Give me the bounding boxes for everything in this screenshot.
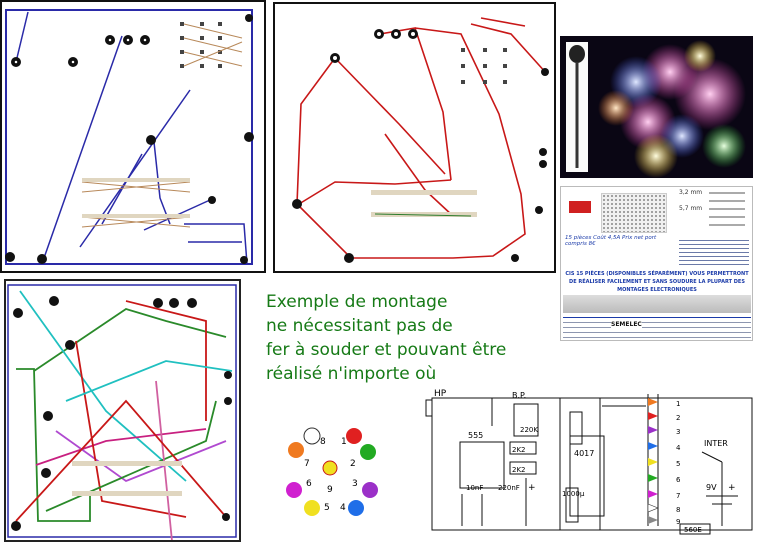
ad-headline-2: DE RÉALISER FACILEMENT ET SANS SOUDURE L… [569, 279, 745, 285]
output-8: 8 [676, 506, 680, 514]
output-7: 7 [676, 492, 680, 500]
ic2-label: 4017 [574, 449, 594, 458]
led-magenta [286, 482, 302, 498]
led-photo [560, 36, 753, 178]
led-purple [362, 482, 378, 498]
r3-label: 2K2 [512, 466, 526, 474]
led-label-6: 6 [306, 479, 312, 489]
caption-line-2: ne nécessitant pas de [266, 316, 453, 336]
wire-leads-image [709, 192, 745, 226]
led-label-4: 4 [340, 503, 346, 513]
ad-headline-3: MONTAGES ELECTRONIQUES [617, 287, 697, 293]
led-red [346, 428, 362, 444]
battery-plus-label: + [728, 483, 736, 493]
output-5: 5 [676, 460, 680, 468]
r2-label: 2K2 [512, 446, 526, 454]
led-label-8: 8 [320, 437, 326, 447]
r1-label: 220K [520, 426, 538, 434]
led-ring-diagram: 8 1 2 7 3 6 4 5 9 [286, 427, 378, 516]
battery-label: 9V [706, 483, 717, 492]
cap-plus-label: + [528, 483, 536, 493]
bp-label: B.P. [512, 391, 526, 400]
ad-spec-lines [679, 237, 749, 267]
ad-brand-logo [569, 201, 591, 213]
r4-label: 1000µ [562, 490, 585, 498]
led-white [303, 427, 321, 445]
butterfly-lights-image [560, 36, 753, 178]
led-label-3: 3 [352, 479, 358, 489]
caption-line-3: fer à souder et pouvant être [266, 340, 507, 360]
ad-size-1: 3,2 mm [679, 189, 703, 196]
output-1: 1 [676, 400, 680, 408]
ad-footer-bar [563, 317, 751, 338]
led-label-2: 2 [350, 459, 356, 469]
product-ad: 3,2 mm 5,7 mm 15 pièces Coût 4,5A Prix n… [560, 186, 753, 341]
montage-caption: Exemple de montage ne nécessitant pas de… [266, 290, 566, 386]
led-orange [288, 442, 304, 458]
caption-line-4: réalisé n'importe où [266, 364, 437, 384]
ad-tools-image [563, 295, 751, 313]
led-label-7: 7 [304, 459, 310, 469]
speaker-label: HP [434, 389, 447, 399]
led-label-1: 1 [341, 437, 347, 447]
ad-headline-1: CIS 15 PIÈCES (DISPONIBLES SÉPARÉMENT) V… [565, 271, 749, 277]
pcb-panel-3 [4, 279, 241, 542]
ad-footer-brand: SEMELEC [611, 321, 642, 328]
c1-label: 10nF [466, 484, 483, 492]
pcb-layout-1 [5, 9, 254, 265]
led-center [322, 460, 338, 476]
circuit-schematic: HP B.P. 555 220K 2K2 2K2 1000µ 4017 10nF… [425, 389, 753, 535]
led-yellow [304, 500, 320, 516]
pcb-panel-1 [0, 0, 266, 273]
breadboard-image [601, 193, 667, 233]
pcb-panel-2 [273, 2, 556, 273]
speaker-icon [425, 399, 433, 417]
pcb-layout-2 [292, 17, 549, 263]
ad-price-text: 15 pièces Coût 4,5A Prix net port compri… [565, 235, 657, 247]
output-6: 6 [676, 476, 681, 484]
caption-line-1: Exemple de montage [266, 292, 448, 312]
led-label-5: 5 [324, 503, 330, 513]
output-2: 2 [676, 414, 680, 422]
led-label-9: 9 [327, 485, 333, 495]
ic1-label: 555 [468, 431, 483, 440]
inter-label: INTER [704, 439, 728, 448]
pcb-layout-3 [7, 284, 237, 540]
c2-label: 220nF [498, 484, 520, 492]
resistor-out-label: 560E [684, 526, 702, 534]
output-9: 9 [676, 518, 680, 526]
ad-size-2: 5,7 mm [679, 205, 703, 212]
led-blue [348, 500, 364, 516]
output-3: 3 [676, 428, 680, 436]
output-4: 4 [676, 444, 681, 452]
led-green [360, 444, 376, 460]
